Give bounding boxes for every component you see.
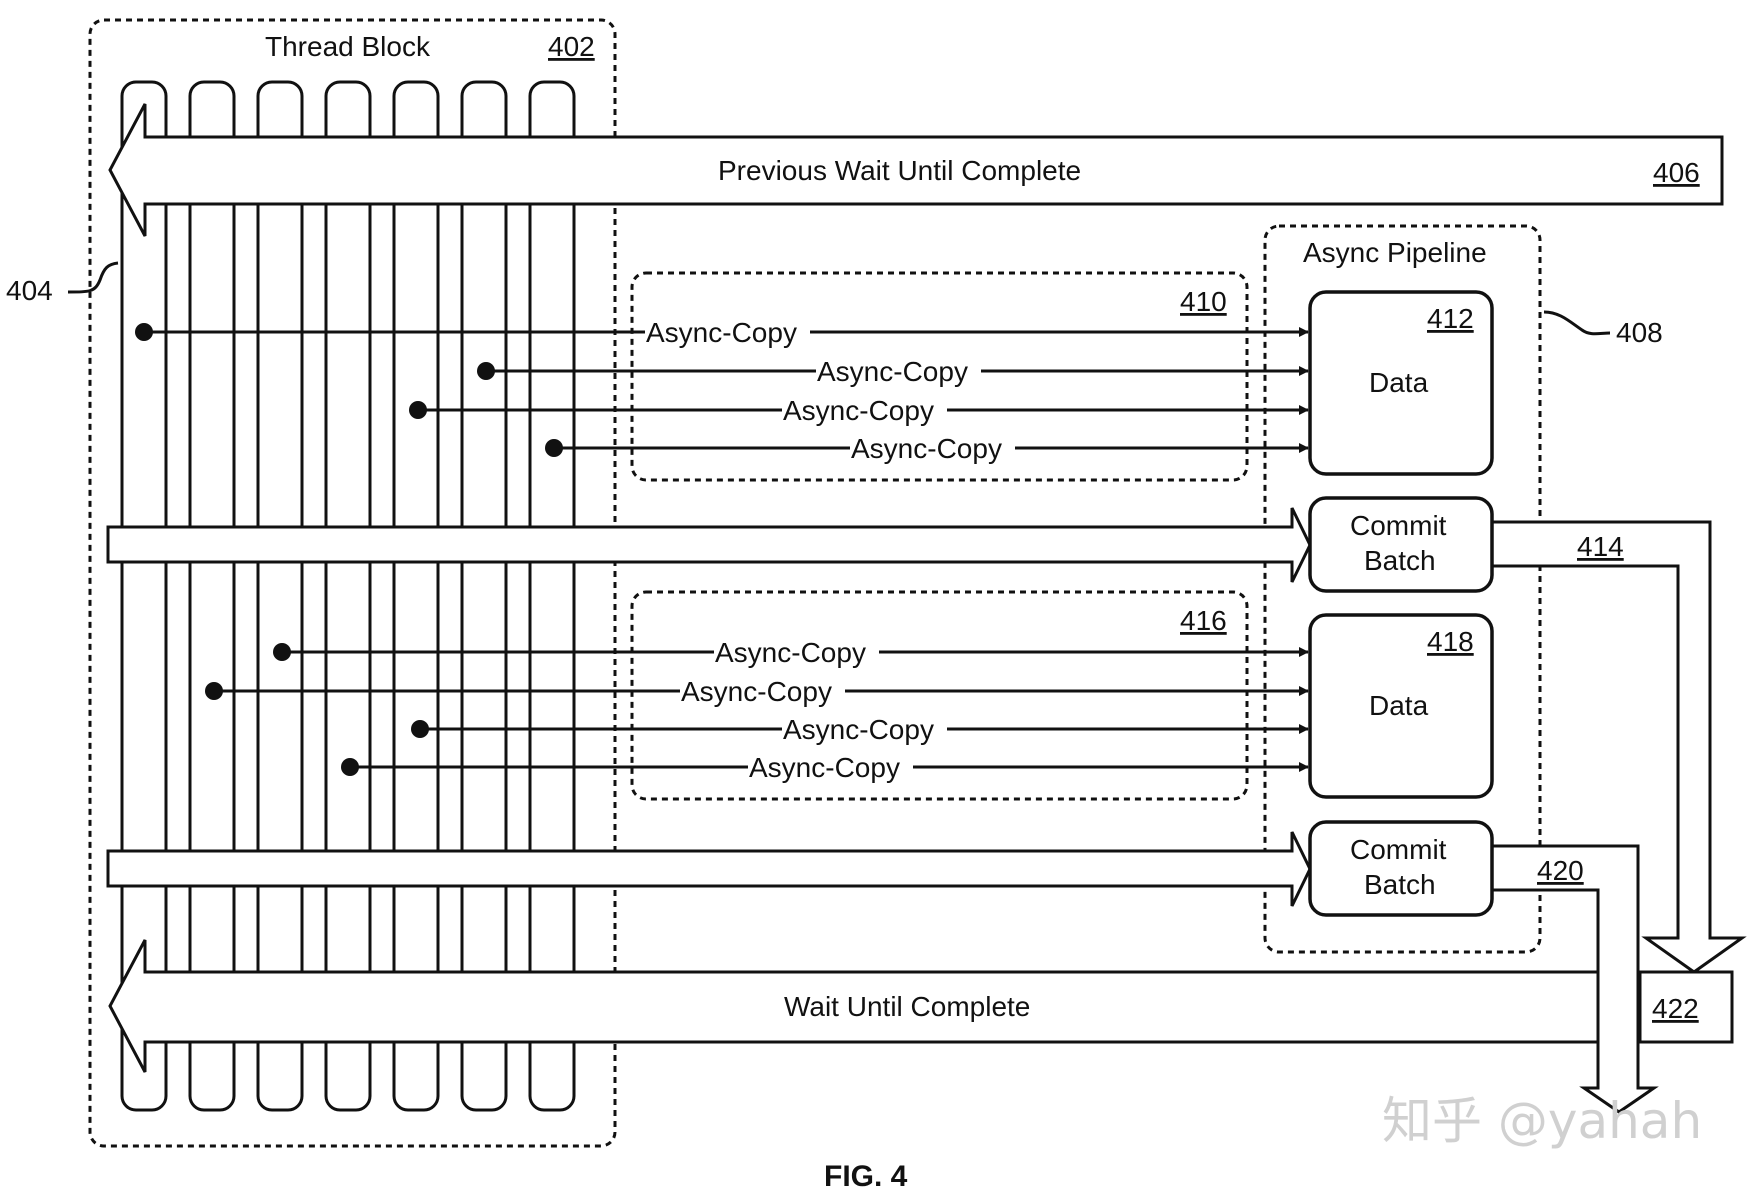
wait-until-label: Wait Until Complete xyxy=(784,991,1030,1022)
commit-1-issue-arrow xyxy=(106,507,1312,583)
thread-lane xyxy=(392,80,440,1112)
label-mask xyxy=(816,355,981,387)
label-mask xyxy=(850,432,1015,464)
batch-group-2-ref: 416 xyxy=(1180,605,1227,636)
thread-issue-dot xyxy=(273,643,291,661)
thread-lanes xyxy=(120,80,576,1112)
async-pipeline-title: Async Pipeline xyxy=(1303,237,1487,268)
thread-lane xyxy=(256,80,304,1112)
thread-ref-leader xyxy=(67,261,119,294)
commit-2-issue-arrow xyxy=(106,831,1312,907)
thread-lane xyxy=(324,80,372,1112)
thread-ref-label: 404 xyxy=(6,275,53,306)
async-copy-label: Async-Copy xyxy=(749,752,900,783)
label-mask xyxy=(782,394,947,426)
watermark: 知乎 @yahah xyxy=(1382,1092,1702,1150)
async-pipeline-frame xyxy=(1263,224,1542,954)
commit-box-2-line2: Batch xyxy=(1364,869,1436,900)
previous-wait-arrow xyxy=(108,103,1724,237)
thread-issue-dot xyxy=(477,362,495,380)
commit-box-2-line1: Commit xyxy=(1350,834,1447,865)
label-mask xyxy=(748,751,913,783)
thread-issue-dot xyxy=(545,439,563,457)
async-copy-label: Async-Copy xyxy=(783,714,934,745)
async-copy-label: Async-Copy xyxy=(851,433,1002,464)
thread-issue-dot xyxy=(409,401,427,419)
commit-box-2 xyxy=(1308,820,1494,917)
copy-arrows-group-2: Async-Copy Async-Copy Async-Copy Async-C… xyxy=(205,636,1309,783)
thread-lane xyxy=(188,80,236,1112)
async-pipeline-ref: 408 xyxy=(1616,317,1663,348)
batch-group-1-ref: 410 xyxy=(1180,286,1227,317)
thread-issue-dot xyxy=(411,720,429,738)
label-mask xyxy=(680,675,845,707)
async-copy-label: Async-Copy xyxy=(646,317,797,348)
label-mask xyxy=(782,713,947,745)
commit-1-ref: 414 xyxy=(1577,531,1624,562)
batch-group-1-frame xyxy=(630,271,1249,482)
async-copy-label: Async-Copy xyxy=(681,676,832,707)
thread-lane xyxy=(460,80,508,1112)
batch-group-2-frame xyxy=(630,590,1249,801)
thread-lane xyxy=(528,80,576,1112)
previous-wait-label: Previous Wait Until Complete xyxy=(718,155,1081,186)
label-mask xyxy=(714,636,879,668)
data-box-2-ref: 418 xyxy=(1427,626,1474,657)
data-box-2 xyxy=(1308,613,1494,799)
async-copy-label: Async-Copy xyxy=(817,356,968,387)
data-box-1-label: Data xyxy=(1369,367,1429,398)
commit-box-1 xyxy=(1308,496,1494,593)
commit-box-1-line2: Batch xyxy=(1364,545,1436,576)
commit-box-1-line1: Commit xyxy=(1350,510,1447,541)
copy-arrows-group-1: Async-Copy Async-Copy Async-Copy Async-C… xyxy=(135,316,1309,464)
commit-1-path-arrow xyxy=(1490,520,1747,974)
figure-caption: FIG. 4 xyxy=(824,1160,908,1193)
thread-issue-dot xyxy=(341,758,359,776)
wait-until-arrow xyxy=(108,939,1734,1073)
thread-block-title: Thread Block xyxy=(265,31,431,62)
label-mask xyxy=(645,316,810,348)
wait-until-ref: 422 xyxy=(1652,993,1699,1024)
async-copy-label: Async-Copy xyxy=(715,637,866,668)
thread-issue-dot xyxy=(205,682,223,700)
data-box-1-ref: 412 xyxy=(1427,303,1474,334)
data-box-2-label: Data xyxy=(1369,690,1429,721)
thread-block-frame xyxy=(88,18,617,1148)
commit-2-path-arrow xyxy=(1490,844,1659,1114)
previous-wait-ref: 406 xyxy=(1653,157,1700,188)
commit-2-ref: 420 xyxy=(1537,855,1584,886)
data-box-1 xyxy=(1308,290,1494,476)
thread-block-ref: 402 xyxy=(548,31,595,62)
async-pipeline-leader xyxy=(1543,310,1611,336)
thread-issue-dot xyxy=(135,323,153,341)
thread-lane xyxy=(120,80,168,1112)
async-copy-label: Async-Copy xyxy=(783,395,934,426)
